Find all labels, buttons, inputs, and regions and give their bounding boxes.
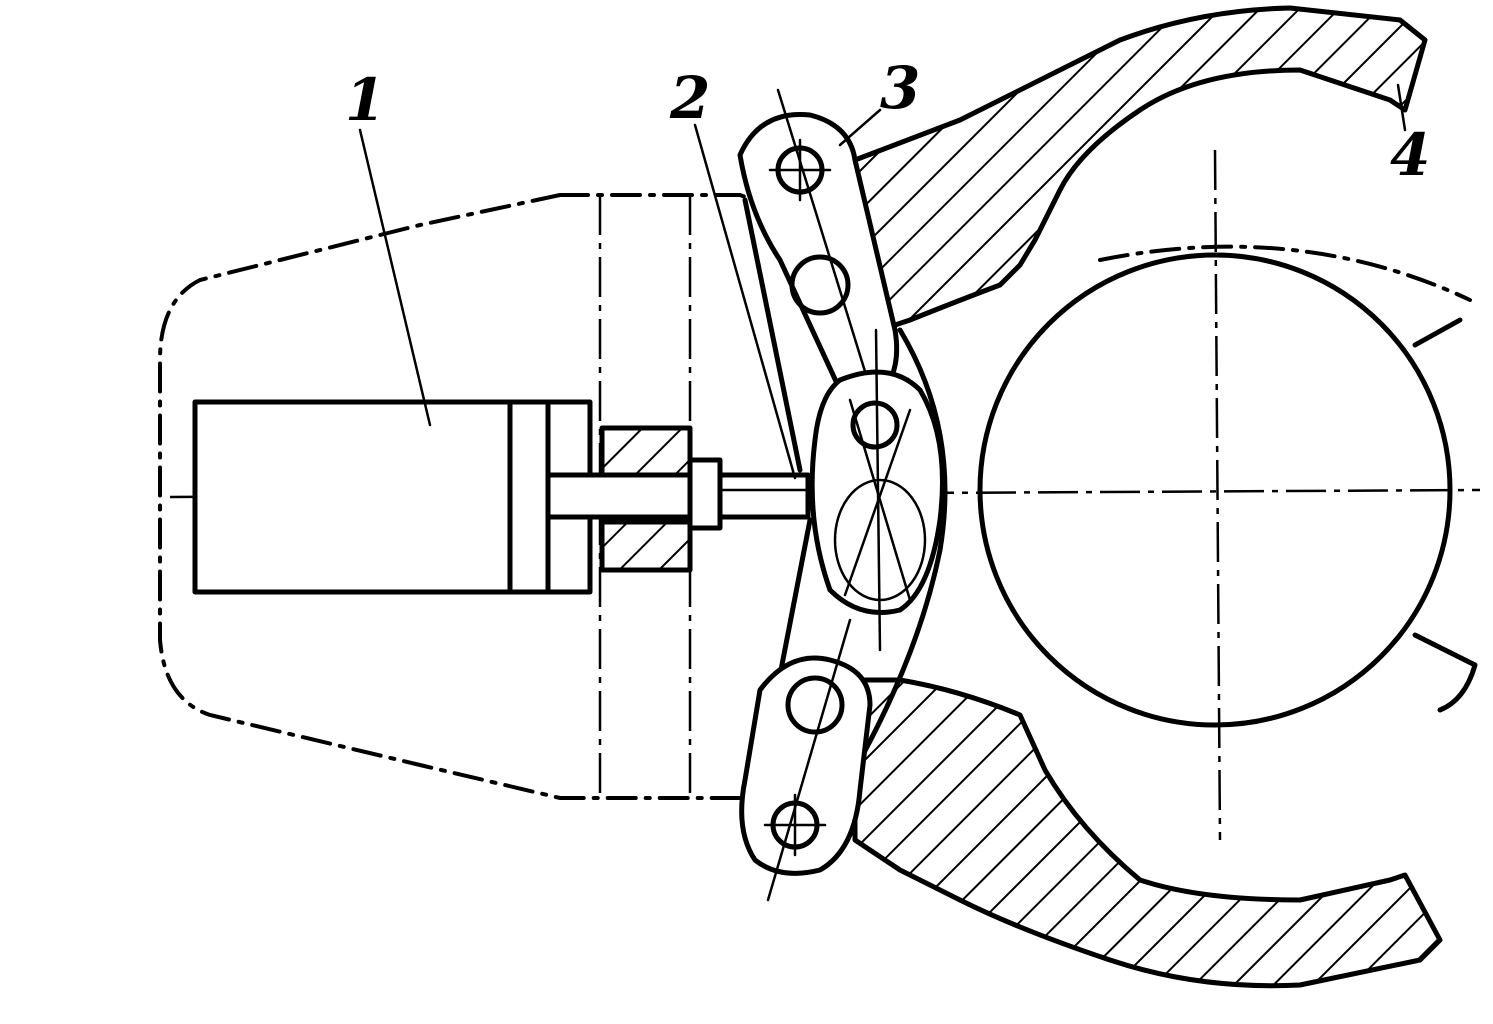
lower-link-axis xyxy=(766,618,852,902)
label-link: 3 xyxy=(880,54,920,122)
leader-line-3 xyxy=(838,108,882,147)
lever-diagonal-1 xyxy=(848,398,912,602)
leader-line-2 xyxy=(693,123,797,480)
vertical-centerline xyxy=(1213,149,1222,841)
upper-link-axis xyxy=(776,88,882,422)
lower-jaw xyxy=(852,677,1443,989)
bushing-upper xyxy=(599,425,693,483)
leader-line-4 xyxy=(1396,83,1407,132)
workpiece-outer-arc-upper xyxy=(1098,244,1472,302)
label-cylinder: 1 xyxy=(345,66,385,134)
cylinder-body xyxy=(192,399,593,595)
connecting-link-left-1 xyxy=(742,197,803,473)
workpiece-circle xyxy=(977,252,1453,728)
piston-rod xyxy=(545,472,811,520)
lever-axis xyxy=(874,328,882,652)
lever-pin xyxy=(850,400,900,450)
label-jaw: 4 xyxy=(1390,121,1430,189)
connecting-link-curve xyxy=(857,327,948,763)
upper-link xyxy=(737,112,900,393)
rod-collar xyxy=(687,457,723,531)
upper-link-hole xyxy=(789,254,851,316)
bushing-lower xyxy=(599,519,693,573)
leader-line-1 xyxy=(358,128,432,427)
lower-link xyxy=(739,655,873,876)
upper-jaw xyxy=(852,5,1428,333)
lower-link-hole xyxy=(785,675,845,735)
label-rod: 2 xyxy=(669,64,710,132)
workpiece-outer-arc-right xyxy=(1412,317,1478,713)
